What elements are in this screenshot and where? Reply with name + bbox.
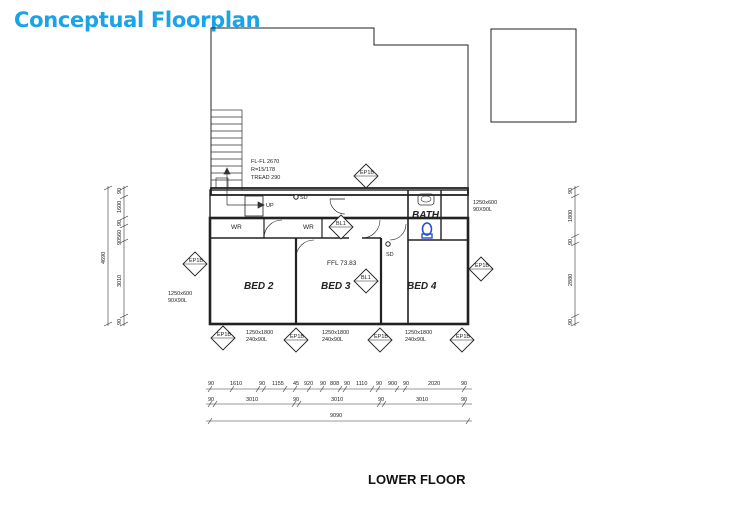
- room-label-wr: WR: [303, 224, 314, 231]
- elevation-tag: EP1B: [210, 325, 236, 351]
- elevation-tag: EP1B: [449, 327, 475, 353]
- stair-note: R=15/178: [251, 167, 275, 173]
- dimension-label: 90: [259, 381, 265, 387]
- dimension-label: 4690: [101, 252, 107, 264]
- dimension-label: 3010: [246, 397, 258, 403]
- dimension-label: 45: [293, 381, 299, 387]
- room-label-bed2: BED 2: [244, 281, 274, 292]
- elevation-tag: EP1B: [353, 163, 379, 189]
- dimension-label: 1800: [568, 210, 574, 222]
- smoke-detector-icon: [293, 194, 299, 200]
- window-note: 90X90L: [168, 298, 187, 304]
- dimension-label: 900: [388, 381, 397, 387]
- window-note: 1250x600: [168, 291, 192, 297]
- room-label-bed3: BED 3: [321, 281, 351, 292]
- dimension-label: 3010: [117, 275, 123, 287]
- dimension-label: 1610: [230, 381, 242, 387]
- dimension-label: 9090: [330, 413, 342, 419]
- dimension-label: 90: [344, 381, 350, 387]
- svg-text:EP1B: EP1B: [374, 334, 388, 340]
- dimension-label: 90: [293, 397, 299, 403]
- smoke-detector-icon: [385, 241, 391, 247]
- dimension-label: 90: [117, 239, 123, 245]
- dimension-label: 90: [568, 319, 574, 325]
- dimension-bottom: [206, 385, 472, 425]
- dimension-label: 90: [568, 188, 574, 194]
- dimension-label: 1600: [117, 201, 123, 213]
- svg-text:EP1B: EP1B: [189, 258, 203, 264]
- dimension-label: 90: [378, 397, 384, 403]
- dimension-label: 2880: [568, 274, 574, 286]
- dimension-label: 3010: [416, 397, 428, 403]
- dimension-label: 90: [320, 381, 326, 387]
- dimension-label: 90: [208, 397, 214, 403]
- garage-outline: [490, 28, 577, 123]
- dimension-label: 3010: [331, 397, 343, 403]
- dimension-right: [570, 185, 580, 327]
- svg-text:EP1B: EP1B: [360, 170, 374, 176]
- dimension-label: 560: [117, 230, 123, 239]
- room-label-bath: BATH: [412, 210, 440, 221]
- dimension-label: 2020: [428, 381, 440, 387]
- dimension-label: 920: [304, 381, 313, 387]
- dimension-label: 90: [376, 381, 382, 387]
- section-tag: BL1: [328, 214, 354, 240]
- svg-text:BL1: BL1: [336, 221, 346, 227]
- svg-text:EP1B: EP1B: [290, 334, 304, 340]
- svg-text:EP1B: EP1B: [217, 332, 231, 338]
- elevation-tag: EP1B: [468, 256, 494, 282]
- dimension-label: 808: [330, 381, 339, 387]
- toilet-icon: [421, 222, 433, 236]
- window-note: 1250x600: [473, 200, 497, 206]
- elevation-tag: EP1B: [182, 251, 208, 277]
- floor-caption: LOWER FLOOR: [368, 472, 466, 487]
- svg-text:BL1: BL1: [361, 275, 371, 281]
- dimension-label: 90: [461, 397, 467, 403]
- stair-up-label: UP: [266, 203, 274, 209]
- svg-text:EP1B: EP1B: [456, 334, 470, 340]
- window-note: 90X90L: [473, 207, 492, 213]
- dimension-label: 90: [403, 381, 409, 387]
- dimension-left: [103, 185, 129, 327]
- upper-floor-outline: [210, 27, 469, 190]
- floor-level-label: FFL 73.83: [327, 260, 357, 267]
- room-label-bed4: BED 4: [407, 281, 437, 292]
- dimension-label: 90: [461, 381, 467, 387]
- dimension-label: 90: [117, 319, 123, 325]
- svg-text:EP1B: EP1B: [475, 263, 489, 269]
- elevation-tag: EP1B: [367, 327, 393, 353]
- smoke-detector-label: SD: [300, 195, 308, 201]
- dimension-label: 90: [208, 381, 214, 387]
- section-tag: BL1: [353, 268, 379, 294]
- dimension-label: 90: [117, 188, 123, 194]
- window-note: 1250x1800: [246, 330, 273, 336]
- stair-note: TREAD 290: [251, 175, 280, 181]
- window-note: 240x90L: [246, 337, 267, 343]
- smoke-detector-label: SD: [386, 252, 394, 258]
- elevation-tag: EP1B: [283, 327, 309, 353]
- window-note: 240x90L: [322, 337, 343, 343]
- dimension-label: 1110: [356, 381, 367, 387]
- bath-fixtures: [417, 193, 435, 239]
- dimension-label: 90: [117, 220, 123, 226]
- dimension-label: 90: [568, 239, 574, 245]
- stair: [210, 109, 265, 209]
- dimension-label: 1155: [272, 381, 284, 387]
- window-note: 240x90L: [405, 337, 426, 343]
- stair-note: FL-FL 2670: [251, 159, 279, 165]
- window-note: 1250x1800: [322, 330, 349, 336]
- window-note: 1250x1800: [405, 330, 432, 336]
- room-label-wr: WR: [231, 224, 242, 231]
